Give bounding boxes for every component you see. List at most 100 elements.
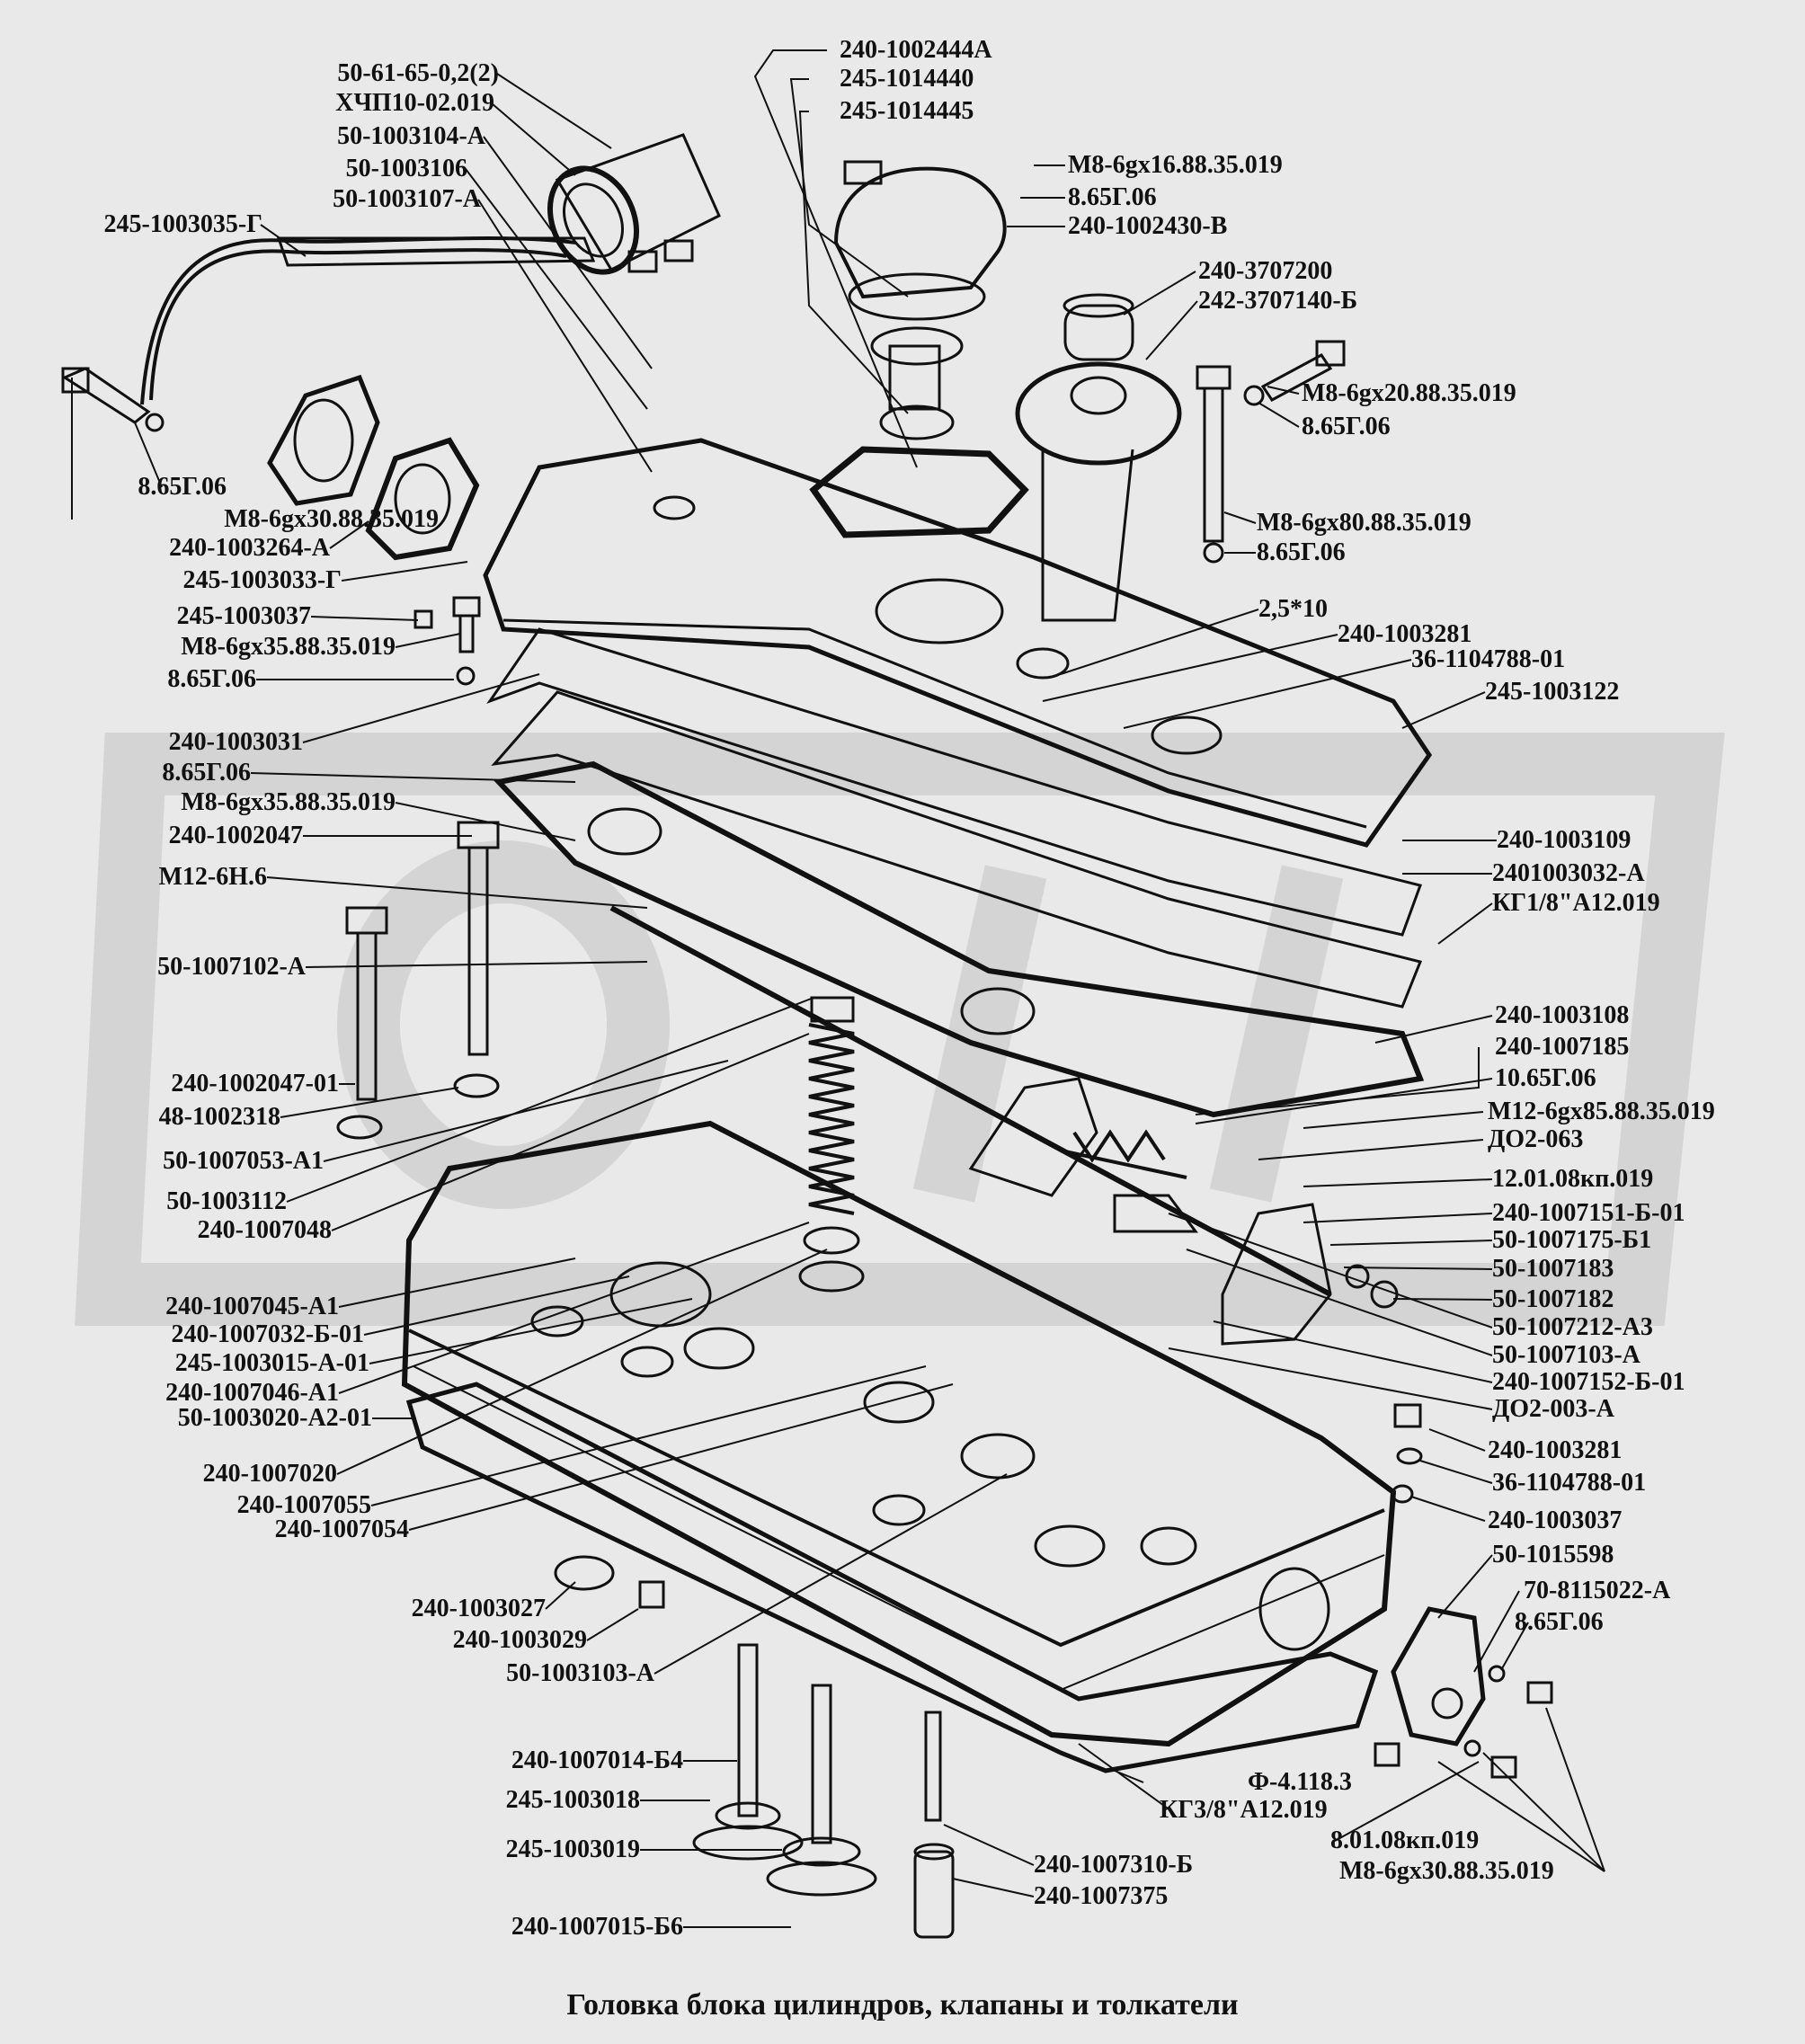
part-label: 50-1007182 <box>1492 1285 1614 1313</box>
hose-clamp <box>547 133 721 275</box>
part-label: ДО2-063 <box>1488 1125 1584 1153</box>
part-label: 240-1007046-А1 <box>165 1379 339 1407</box>
watermark <box>75 733 1725 1326</box>
part-label: 8.65Г.06 <box>1257 538 1346 566</box>
part-label: 240-1007045-А1 <box>165 1293 339 1320</box>
part-label: 50-1007053-А1 <box>163 1147 324 1175</box>
thermostat-cover <box>809 160 1029 538</box>
part-label: М12-6Н.6 <box>158 863 267 891</box>
part-label: 245-1003035-Г <box>103 210 262 238</box>
short-bolt-right <box>1243 340 1346 406</box>
part-label: 10.65Г.06 <box>1495 1064 1596 1092</box>
head-bolt-2 <box>345 906 388 1101</box>
small-parts-bottom <box>554 1555 665 1609</box>
part-label: 8.65Г.06 <box>1515 1608 1604 1636</box>
part-label: 240-1003031 <box>168 728 303 756</box>
valve-cover-gaskets <box>486 627 1423 1009</box>
part-label: 240-1003109 <box>1497 826 1632 854</box>
part-label: 8.01.08кп.019 <box>1330 1826 1480 1854</box>
bolt-left-top <box>61 367 164 432</box>
cylinder-head <box>401 1120 1397 1747</box>
part-label: 240-1002047-01 <box>171 1070 339 1098</box>
part-label: 8.65Г.06 <box>167 665 256 693</box>
part-label: 240-1007048 <box>197 1216 332 1244</box>
part-label: 240-1007032-Б-01 <box>171 1320 364 1348</box>
part-label: М8-6gх16.88.35.019 <box>1068 151 1283 179</box>
part-label: ДО2-003-А <box>1492 1395 1614 1423</box>
water-outlet-hose <box>140 236 596 405</box>
part-label: 240-1007014-Б4 <box>511 1746 683 1774</box>
part-label: 245-1003015-А-01 <box>174 1349 369 1377</box>
part-label: 240-1007185 <box>1495 1033 1630 1061</box>
part-label: 50-61-65-0,2(2) <box>337 59 499 87</box>
outlet-gasket <box>365 437 480 561</box>
part-label: 240-3707200 <box>1198 257 1333 285</box>
part-label: 245-1003033-Г <box>182 566 342 594</box>
part-label: 50-1007183 <box>1492 1255 1614 1283</box>
part-label: 240-1007151-Б-01 <box>1492 1199 1685 1227</box>
part-label: 50-1003107-А <box>333 185 481 213</box>
part-label: 240-1002430-В <box>1068 212 1228 240</box>
part-label: 2401003032-А <box>1492 859 1645 887</box>
part-label: 240-1007055 <box>236 1491 371 1519</box>
part-label: 245-1003122 <box>1485 678 1620 706</box>
part-label: 50-1007102-А <box>157 953 306 981</box>
part-label: 36-1104788-01 <box>1492 1469 1647 1497</box>
part-label: 240-1002444А <box>840 36 992 64</box>
part-label: 50-1015598 <box>1492 1541 1614 1569</box>
part-label: М8-6gх35.88.35.019 <box>181 788 396 816</box>
part-label: 50-1007175-Б1 <box>1492 1226 1652 1254</box>
part-label: 8.65Г.06 <box>162 759 251 786</box>
part-label: 2,5*10 <box>1258 595 1328 623</box>
head-bolt-washers <box>336 1073 500 1140</box>
part-label: М8-6gх30.88.35.019 <box>1339 1857 1554 1885</box>
rocker-gasket <box>493 760 1425 1118</box>
part-label: 240-1003037 <box>1488 1506 1623 1534</box>
part-label: 240-1007310-Б <box>1034 1851 1194 1879</box>
part-label: 240-1003027 <box>411 1595 546 1622</box>
part-label: 245-1003037 <box>176 602 311 630</box>
part-label: 240-1003281 <box>1488 1436 1623 1464</box>
part-label: 50-1003112 <box>166 1187 287 1215</box>
part-label: 8.65Г.06 <box>1068 183 1157 211</box>
part-label: 240-1003264-А <box>169 534 330 562</box>
part-label: М8-6gх35.88.35.019 <box>181 633 396 661</box>
part-label: 8.65Г.06 <box>138 473 227 501</box>
part-label: КГ3/8"А12.019 <box>1160 1796 1328 1824</box>
part-label: 50-1003104-А <box>337 122 485 150</box>
part-label: ХЧП10-02.019 <box>335 89 494 117</box>
part-label: 50-1003020-А2-01 <box>177 1404 372 1432</box>
part-label: 50-1007103-А <box>1492 1341 1641 1369</box>
part-label: 50-1003103-А <box>506 1659 654 1687</box>
side-water-cover <box>1374 1606 1553 1779</box>
part-label: 242-3707140-Б <box>1198 287 1358 315</box>
part-label: Ф-4.118.3 <box>1248 1768 1352 1796</box>
part-label: 240-1003108 <box>1495 1001 1630 1029</box>
part-label: КГ1/8"А12.019 <box>1492 889 1660 917</box>
part-label: 245-1003019 <box>505 1835 640 1863</box>
part-label: 240-1003281 <box>1338 620 1472 648</box>
part-label: 240-1002047 <box>168 822 303 849</box>
part-label: 240-1007015-Б6 <box>511 1913 683 1941</box>
right-fasteners <box>1391 1403 1423 1504</box>
part-label: 240-1007375 <box>1034 1882 1169 1910</box>
intake-valve <box>692 1643 804 1861</box>
part-label: 48-1002318 <box>158 1103 280 1131</box>
valve-cover <box>483 438 1433 848</box>
part-label: 50-1007212-А3 <box>1492 1313 1653 1341</box>
oil-filler <box>1015 293 1182 622</box>
part-label: 240-1007152-Б-01 <box>1492 1368 1685 1396</box>
part-label: 245-1014440 <box>840 65 974 93</box>
valve-spring <box>798 996 865 1293</box>
part-label: 70-8115022-А <box>1524 1577 1671 1604</box>
part-label: 12.01.08кп.019 <box>1492 1165 1654 1193</box>
exhaust-valve <box>766 1684 877 1897</box>
part-label: М8-6gх30.88.35.019 <box>224 505 439 533</box>
part-label: 240-1007020 <box>202 1460 337 1488</box>
part-label: М12-6gх85.88.35.019 <box>1488 1098 1715 1125</box>
part-label: М8-6gх20.88.35.019 <box>1302 379 1516 407</box>
part-label: 8.65Г.06 <box>1302 413 1391 440</box>
head-gasket <box>405 1382 1379 1773</box>
